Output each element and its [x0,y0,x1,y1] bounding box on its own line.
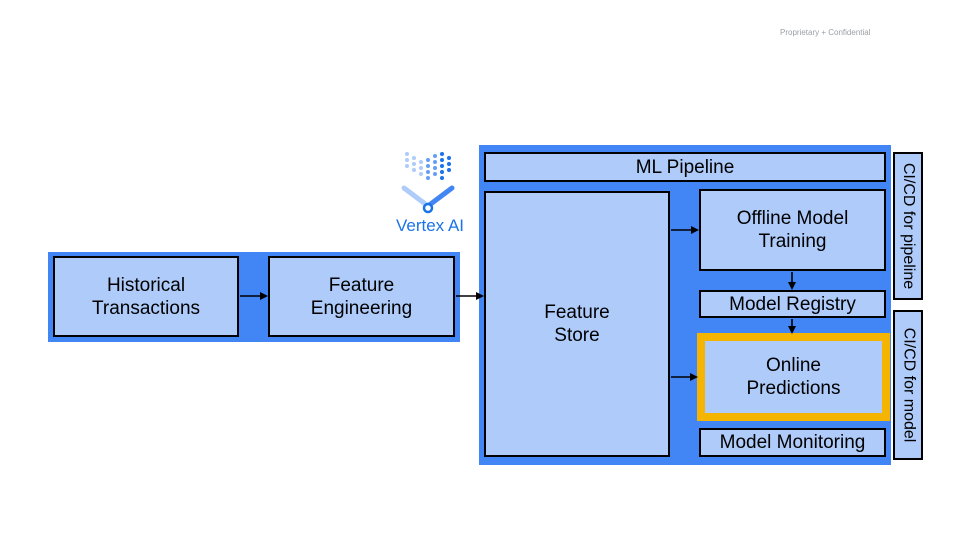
vertex-ai-label: Vertex AI [395,216,465,235]
cicd-model-label: CI/CD for model [900,327,918,443]
model-monitoring-label: Model Monitoring [719,432,866,453]
historical-transactions-box: Historical Transactions [53,256,239,337]
ml-pipeline-box: ML Pipeline [484,152,886,182]
model-registry-label: Model Registry [729,293,856,315]
cicd-model-box: CI/CD for model [893,310,923,460]
offline-model-training-label: Offline Model Training [736,208,849,252]
historical-transactions-label: Historical Transactions [91,274,201,319]
vertex-ai-icon [401,152,455,214]
offline-model-training-box: Offline Model Training [699,189,886,271]
feature-engineering-box: Feature Engineering [268,256,455,337]
vertex-ai-logo: Vertex AI [394,146,474,238]
model-registry-box: Model Registry [699,290,886,318]
feature-store-box: Feature Store [484,191,670,457]
model-monitoring-box: Model Monitoring [699,428,886,457]
confidential-note: Proprietary + Confidential [780,28,871,37]
ml-pipeline-label: ML Pipeline [635,156,735,178]
online-predictions-box: Online Predictions [697,333,890,421]
online-predictions-label: Online Predictions [746,355,841,399]
cicd-pipeline-box: CI/CD for pipeline [893,152,923,300]
feature-store-label: Feature Store [544,302,610,346]
cicd-pipeline-label: CI/CD for pipeline [900,162,917,290]
feature-engineering-label: Feature Engineering [310,274,413,319]
